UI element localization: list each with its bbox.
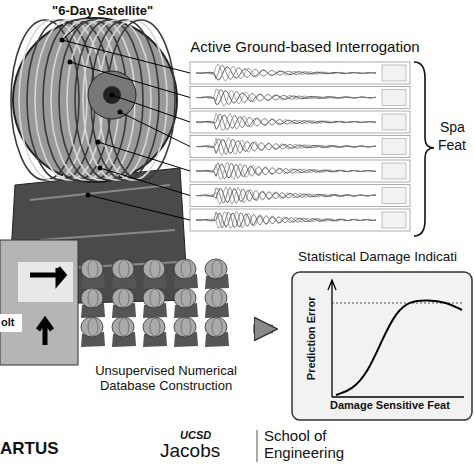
signal-panel bbox=[190, 62, 410, 84]
mini-satellite-drum bbox=[205, 288, 227, 308]
logo-text: School of Engineering bbox=[264, 428, 354, 461]
node-title: Statistical Damage Indicati bbox=[298, 249, 474, 265]
mini-satellite-drum bbox=[174, 317, 196, 337]
mini-satellite-drum bbox=[205, 317, 227, 337]
mini-satellite-ring bbox=[88, 318, 98, 336]
inset-arrow bbox=[38, 320, 52, 345]
leader-line bbox=[70, 62, 190, 98]
annotation: olt bbox=[1, 316, 14, 328]
mini-satellite-ring bbox=[88, 260, 98, 278]
satellite-base bbox=[8, 168, 188, 305]
y-axis bbox=[328, 280, 336, 397]
logo-text: Jacobs bbox=[160, 441, 220, 462]
inset-plate bbox=[18, 262, 73, 302]
axis-label: Prediction Error bbox=[305, 282, 318, 394]
mini-satellite-ring bbox=[150, 318, 160, 336]
inset-tag bbox=[0, 314, 22, 332]
signal-panel bbox=[190, 136, 410, 158]
mini-satellite-ring bbox=[88, 289, 98, 307]
node-title: Active Ground-based Interrogation bbox=[188, 38, 422, 55]
signal-trace bbox=[196, 212, 376, 229]
mini-satellite-ring bbox=[181, 289, 191, 307]
mini-satellite-drum bbox=[81, 317, 103, 337]
logo-text: ARTUS bbox=[0, 440, 59, 459]
signal-trace bbox=[196, 212, 376, 228]
signal-trace bbox=[196, 139, 376, 155]
logo-divider bbox=[257, 430, 258, 462]
signal-trace bbox=[196, 187, 376, 205]
damage-curve bbox=[336, 300, 462, 395]
signal-panel bbox=[190, 160, 410, 182]
indicator-plot: Statistical Damage IndicatiPrediction Er… bbox=[290, 248, 474, 420]
inset-arrow bbox=[30, 268, 64, 282]
plot-panel bbox=[292, 272, 472, 420]
mini-satellite-ring bbox=[119, 260, 129, 278]
signal-legend bbox=[382, 139, 406, 155]
signal-legend bbox=[382, 90, 406, 106]
mini-satellite-ring bbox=[212, 318, 222, 336]
mini-satellite-drum bbox=[112, 317, 134, 337]
signal-trace bbox=[196, 163, 376, 180]
leader-line bbox=[100, 168, 190, 196]
signal-legend bbox=[382, 114, 406, 130]
leader-line bbox=[120, 112, 190, 147]
mini-satellite-ring bbox=[181, 318, 191, 336]
mini-satellite-drum bbox=[174, 288, 196, 308]
signal-trace bbox=[196, 163, 376, 179]
signal-legend bbox=[382, 163, 406, 179]
mini-satellite-drum bbox=[143, 317, 165, 337]
mini-satellite-drum bbox=[81, 288, 103, 308]
mini-satellite-ring bbox=[119, 289, 129, 307]
mini-satellite-drum bbox=[174, 259, 196, 279]
mini-satellite-drum bbox=[143, 288, 165, 308]
mini-satellite-drum bbox=[112, 288, 134, 308]
signal-trace bbox=[196, 64, 376, 81]
leader-line bbox=[98, 142, 190, 171]
node-title: Unsupervised Numerical Database Construc… bbox=[82, 364, 250, 394]
satellite-drum bbox=[13, 18, 177, 182]
signal-trace bbox=[196, 113, 376, 130]
database-group: Unsupervised Numerical Database Construc… bbox=[82, 258, 250, 400]
mini-satellite-ring bbox=[119, 318, 129, 336]
mini-satellite-ring bbox=[150, 260, 160, 278]
logo-text: UCSD bbox=[180, 429, 211, 441]
signal-panel-group: Active Ground-based Interrogation bbox=[188, 38, 422, 236]
signal-panel bbox=[190, 185, 410, 207]
leader-line bbox=[112, 95, 190, 122]
signal-trace bbox=[196, 89, 376, 106]
signal-legend bbox=[382, 188, 406, 204]
mini-satellite-ring bbox=[181, 260, 191, 278]
mini-satellite-drum bbox=[143, 259, 165, 279]
signal-panel bbox=[190, 209, 410, 231]
mini-satellite-ring bbox=[150, 289, 160, 307]
inset-photo bbox=[0, 240, 78, 365]
signal-trace bbox=[196, 114, 376, 130]
annotation: "6-Day Satellite" bbox=[52, 4, 153, 18]
signal-legend bbox=[382, 212, 406, 228]
flow-arrow bbox=[253, 325, 273, 334]
mini-satellite-drum bbox=[112, 259, 134, 279]
x-axis bbox=[332, 396, 464, 397]
signal-panel bbox=[190, 87, 410, 109]
signal-trace bbox=[196, 115, 376, 129]
annotation: Spa bbox=[440, 120, 465, 135]
leader-line bbox=[62, 22, 82, 40]
annotation: Feat bbox=[438, 138, 466, 153]
leader-line bbox=[88, 195, 190, 220]
mini-satellite-ring bbox=[212, 289, 222, 307]
axis-label: Damage Sensitive Feat bbox=[330, 399, 474, 412]
leader-line bbox=[62, 40, 190, 73]
signal-legend bbox=[382, 65, 406, 81]
mini-satellite-drum bbox=[205, 259, 227, 279]
signal-trace bbox=[196, 138, 376, 156]
bracket bbox=[414, 62, 434, 236]
mini-satellite-drum bbox=[81, 259, 103, 279]
signal-panel bbox=[190, 111, 410, 133]
mini-satellite-ring bbox=[212, 260, 222, 278]
